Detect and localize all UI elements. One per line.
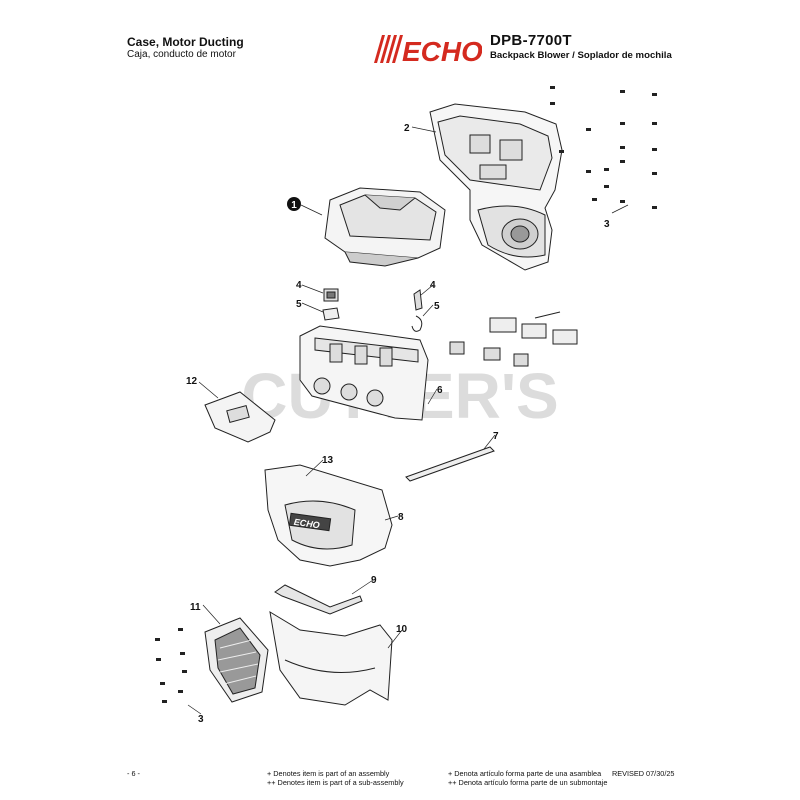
part-6-housing-box	[299, 325, 429, 421]
callout-8: 8	[398, 512, 404, 523]
page-number: - 6 -	[127, 769, 140, 778]
callout-5-right: 5	[434, 301, 440, 312]
part-4-clip-right	[413, 289, 423, 311]
part-1-top-cover	[324, 187, 446, 267]
revision-date: REVISED 07/30/25	[612, 769, 675, 778]
callout-4-right: 4	[430, 280, 436, 291]
part-5-spring-right	[411, 315, 423, 332]
page-title: Case, Motor Ducting	[127, 35, 244, 49]
callout-1: 1	[291, 200, 297, 211]
part-8-scroll-housing: ECHO	[264, 464, 393, 567]
callout-3-lower: 3	[198, 714, 204, 725]
callout-12: 12	[186, 376, 198, 387]
footer-note-es-2: ++ Denota artículo forma parte de un sub…	[448, 778, 608, 787]
callout-9: 9	[371, 575, 377, 586]
part-12-plate	[204, 391, 276, 443]
callout-3-upper: 3	[604, 219, 610, 230]
footer-note-es: + Denota artículo forma parte de una asa…	[448, 769, 607, 787]
callout-1-bullet	[287, 197, 301, 211]
leader-lines	[187, 126, 629, 715]
footer-note-en-2: ++ Denotes item is part of a sub-assembl…	[267, 778, 404, 787]
footer-note-en-1: + Denotes item is part of an assembly	[267, 769, 390, 778]
brand-text: ECHO	[402, 36, 482, 65]
callout-13: 13	[322, 455, 334, 466]
part-2-back-frame	[429, 103, 563, 271]
screws	[155, 86, 657, 703]
part-10-lower-shroud	[269, 611, 393, 706]
part-5-bracket-left	[322, 307, 340, 321]
footer-note-en: + Denotes item is part of an assembly ++…	[267, 769, 404, 787]
part-11-intake-grille	[204, 617, 269, 703]
callout-11: 11	[190, 602, 201, 613]
product-name: Backpack Blower / Soplador de mochila	[490, 50, 672, 61]
callout-2: 2	[404, 123, 410, 134]
hardware-cluster	[449, 311, 578, 367]
page-subtitle: Caja, conducto de motor	[127, 49, 236, 60]
echo-logo: ECHO	[372, 33, 483, 67]
model-number: DPB-7700T	[490, 32, 572, 49]
callout-7: 7	[493, 431, 499, 442]
housing-echo-mark: ECHO	[293, 517, 320, 531]
part-7-seal-strip	[405, 446, 495, 482]
callout-10: 10	[396, 624, 408, 635]
callout-6: 6	[437, 385, 443, 396]
part-4-clip-left	[323, 288, 339, 302]
callout-5-left: 5	[296, 299, 302, 310]
part-9-trim	[274, 584, 363, 615]
callout-4-left: 4	[296, 280, 302, 291]
footer-note-es-1: + Denota artículo forma parte de una asa…	[448, 769, 602, 778]
